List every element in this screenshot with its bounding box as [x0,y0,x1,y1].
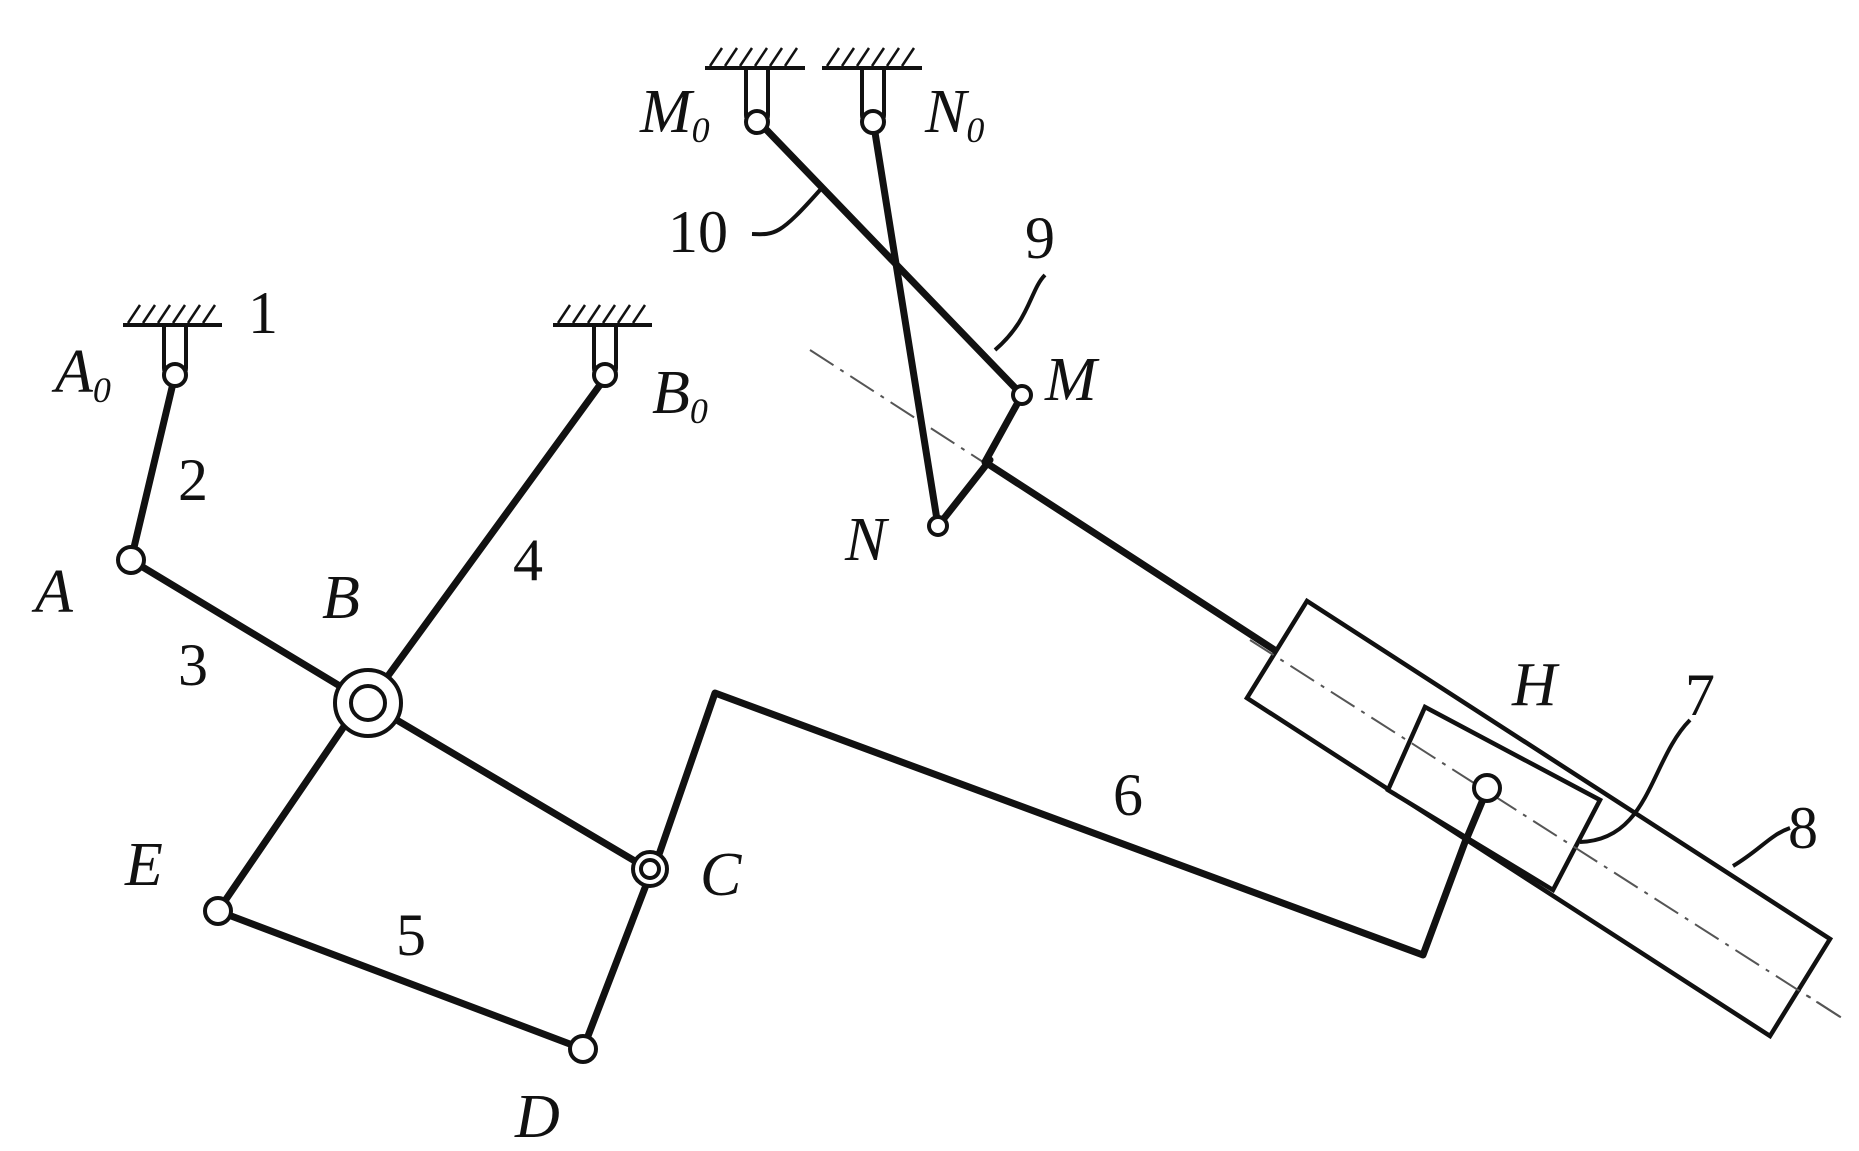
label-N0: N0 [924,78,984,150]
label-E: E [124,831,163,899]
link-number-6: 6 [1113,762,1143,828]
leader-9 [993,273,1047,352]
joint-A0 [162,362,188,388]
link-number-8: 8 [1788,795,1818,861]
link-number-5: 5 [396,902,426,968]
link-number-3: 3 [178,632,208,698]
coupler-M-edge [981,391,1026,466]
label-C: C [700,841,742,909]
label-H: H [1511,651,1560,719]
link-10 [753,116,1026,399]
joint-B0 [592,362,618,388]
joint-C-inner [639,858,661,880]
link-number-1: 1 [248,280,278,346]
label-B: B [322,564,360,632]
link-8-rod [981,458,1294,664]
label-D: D [514,1083,560,1151]
joint-D [568,1034,598,1064]
link-2 [127,371,179,564]
leader-8 [1731,826,1791,868]
label-B0: B0 [652,359,708,431]
slider-axis-overlay [1249,639,1846,1021]
joint-B-inner [349,684,387,722]
label-M: M [1044,346,1100,414]
label-A: A [31,558,74,626]
joint-M [1011,384,1033,406]
link-number-7: 7 [1685,662,1715,728]
joint-N [927,515,949,537]
label-M0: M0 [639,78,710,150]
coupler-rod [934,456,994,530]
leader-7 [1579,718,1692,844]
link-6 [651,689,1488,959]
joint-H [1472,773,1502,803]
joint-N0 [860,109,886,135]
label-A0: A0 [51,338,111,410]
link-5 [214,721,652,1053]
link-number-10: 10 [668,199,728,265]
link-number-9: 9 [1025,205,1055,271]
label-N: N [844,506,890,574]
link-9 [869,116,942,530]
link-number-4: 4 [513,527,543,593]
joint-A [116,545,146,575]
joint-M0 [744,109,770,135]
link-4 [381,374,609,684]
joint-E [203,896,233,926]
leader-10 [751,188,822,237]
link-number-2: 2 [178,447,208,513]
